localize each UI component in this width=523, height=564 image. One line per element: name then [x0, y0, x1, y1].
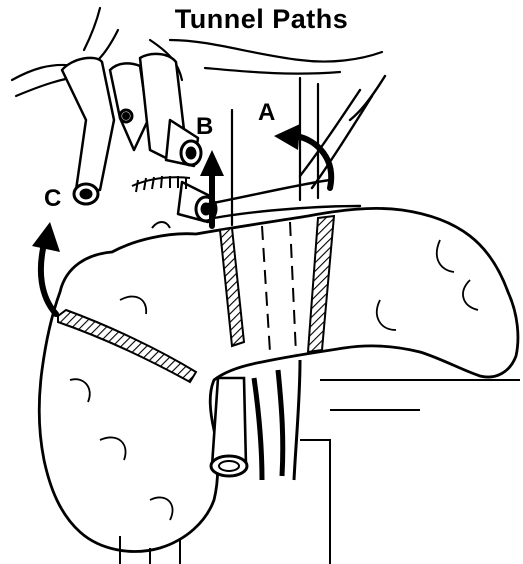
- lower-vessels: [211, 360, 520, 564]
- label-a: A: [258, 99, 275, 126]
- label-c: C: [44, 185, 61, 212]
- arrow-a: [274, 124, 331, 188]
- label-b: B: [196, 113, 213, 140]
